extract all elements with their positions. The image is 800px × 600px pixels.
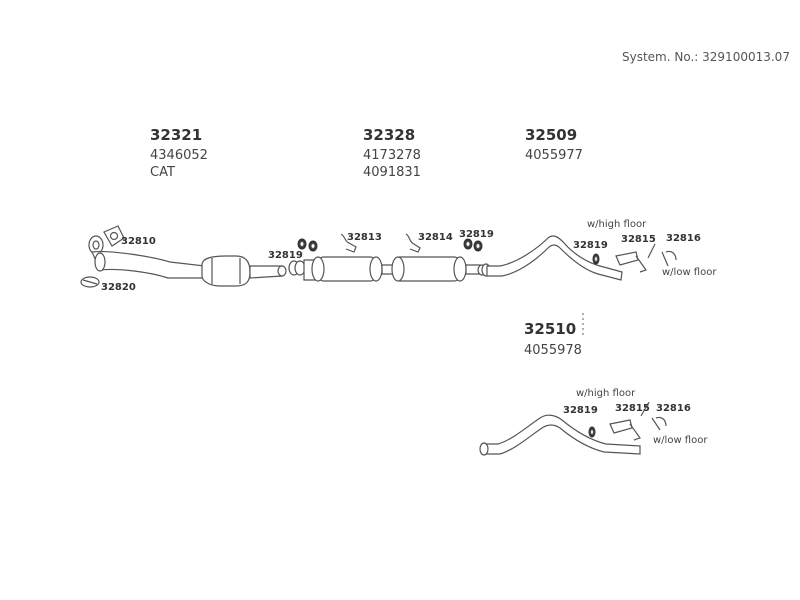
callout-32819-lower: 32819 <box>563 405 598 416</box>
callout-32814: 32814 <box>418 232 453 243</box>
rear-muffler-32328 <box>391 256 467 282</box>
hanger-32814-icon <box>405 233 421 253</box>
group-32328-number-2: 4091831 <box>363 165 421 180</box>
catalytic-converter <box>201 255 251 287</box>
note-low-floor-upper: w/low floor <box>662 267 717 278</box>
callout-32816-lower: 32816 <box>656 403 691 414</box>
clamp-32819-lower-icon <box>588 426 596 438</box>
callout-32820: 32820 <box>101 282 136 293</box>
note-low-floor-lower: w/low floor <box>653 435 708 446</box>
hanger-32813-icon <box>340 233 357 253</box>
group-32328-number-1: 4173278 <box>363 148 421 163</box>
callout-32813: 32813 <box>347 232 382 243</box>
tail-pipe-32510 <box>481 414 641 455</box>
rubber-mount-left-icon <box>297 238 318 252</box>
front-pipe-32321 <box>91 251 206 279</box>
alternate-slash-lower <box>640 401 650 417</box>
group-32509-number-1: 4055977 <box>525 148 583 163</box>
group-32321-number-1: 4346052 <box>150 148 208 163</box>
clamp-32819-a-icon <box>288 260 306 276</box>
callout-32819-a: 32819 <box>268 250 303 261</box>
group-32321-cat-label: CAT <box>150 165 175 180</box>
callout-32816-upper: 32816 <box>666 233 701 244</box>
bracket-32816-upper-icon <box>661 250 677 267</box>
gasket-32810-icon <box>103 225 125 247</box>
callout-32815-upper: 32815 <box>621 234 656 245</box>
group-32509-part: 32509 <box>525 126 577 144</box>
group-32328-part: 32328 <box>363 126 415 144</box>
bracket-32815-upper-icon <box>615 251 647 273</box>
rubber-mount-right-icon <box>463 238 483 252</box>
middle-muffler-32328 <box>303 256 383 282</box>
clamp-32819-d-upper-icon <box>592 253 600 265</box>
front-clamp-32820-icon <box>80 276 100 288</box>
alternate-slash-upper <box>647 243 656 259</box>
callout-32819-c: 32819 <box>573 240 608 251</box>
bracket-32816-lower-icon <box>651 416 667 431</box>
callout-32815-lower: 32815 <box>615 403 650 414</box>
bracket-32815-lower-icon <box>609 419 641 441</box>
tail-pipe-32509 <box>486 235 623 281</box>
cat-outlet-pipe <box>249 265 283 279</box>
group-32510-part: 32510 <box>524 320 576 338</box>
note-high-floor-upper: w/high floor <box>587 219 647 230</box>
group-32321-part: 32321 <box>150 126 202 144</box>
callout-32810: 32810 <box>121 236 156 247</box>
note-high-floor-lower: w/high floor <box>576 388 636 399</box>
system-number: System. No.: 329100013.07 <box>622 50 790 64</box>
callout-32819-b: 32819 <box>459 229 494 240</box>
group-32510-number-1: 4055978 <box>524 343 582 358</box>
